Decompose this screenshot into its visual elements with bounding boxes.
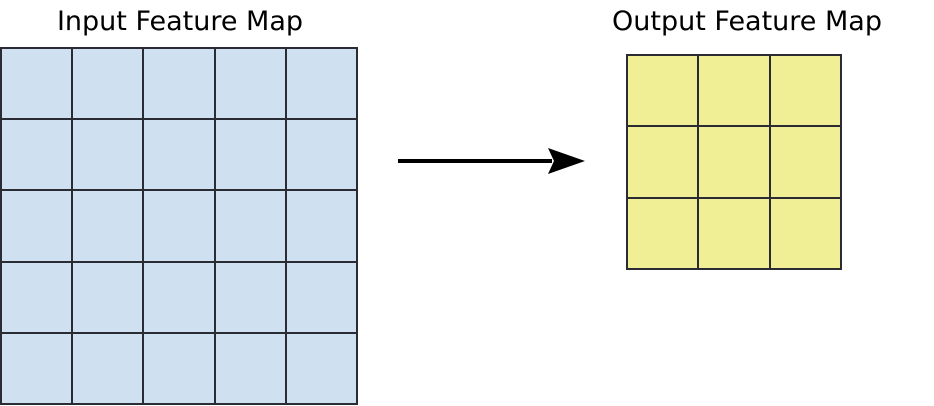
input-cell bbox=[144, 49, 214, 119]
input-cell bbox=[215, 49, 285, 119]
input-cell bbox=[73, 49, 143, 119]
output-cell bbox=[628, 198, 698, 268]
input-cell bbox=[73, 191, 143, 261]
output-cell bbox=[699, 56, 769, 126]
input-cell bbox=[2, 120, 72, 190]
output-feature-map-title: Output Feature Map bbox=[612, 6, 882, 37]
input-cell bbox=[2, 262, 72, 332]
input-cell bbox=[144, 262, 214, 332]
input-cell bbox=[286, 120, 356, 190]
output-cell bbox=[770, 56, 840, 126]
input-cell bbox=[286, 333, 356, 403]
input-cell bbox=[73, 262, 143, 332]
transformation-arrow-icon bbox=[398, 148, 585, 174]
input-cell bbox=[286, 49, 356, 119]
input-cell bbox=[215, 120, 285, 190]
input-cell bbox=[73, 333, 143, 403]
output-cell bbox=[628, 56, 698, 126]
arrow-head bbox=[548, 148, 585, 174]
input-cell bbox=[73, 120, 143, 190]
input-cell bbox=[2, 49, 72, 119]
input-cell bbox=[286, 262, 356, 332]
input-cell bbox=[144, 333, 214, 403]
output-cell bbox=[770, 127, 840, 197]
output-feature-map-grid bbox=[626, 54, 842, 270]
input-feature-map-title: Input Feature Map bbox=[56, 6, 304, 37]
output-cell bbox=[699, 198, 769, 268]
output-cell bbox=[628, 127, 698, 197]
output-cell bbox=[699, 127, 769, 197]
input-cell bbox=[2, 333, 72, 403]
input-cell bbox=[215, 262, 285, 332]
input-cell bbox=[144, 120, 214, 190]
input-cell bbox=[215, 333, 285, 403]
input-cell bbox=[286, 191, 356, 261]
input-cell bbox=[215, 191, 285, 261]
output-cell bbox=[770, 198, 840, 268]
input-cell bbox=[2, 191, 72, 261]
input-cell bbox=[144, 191, 214, 261]
input-feature-map-grid bbox=[0, 47, 358, 405]
